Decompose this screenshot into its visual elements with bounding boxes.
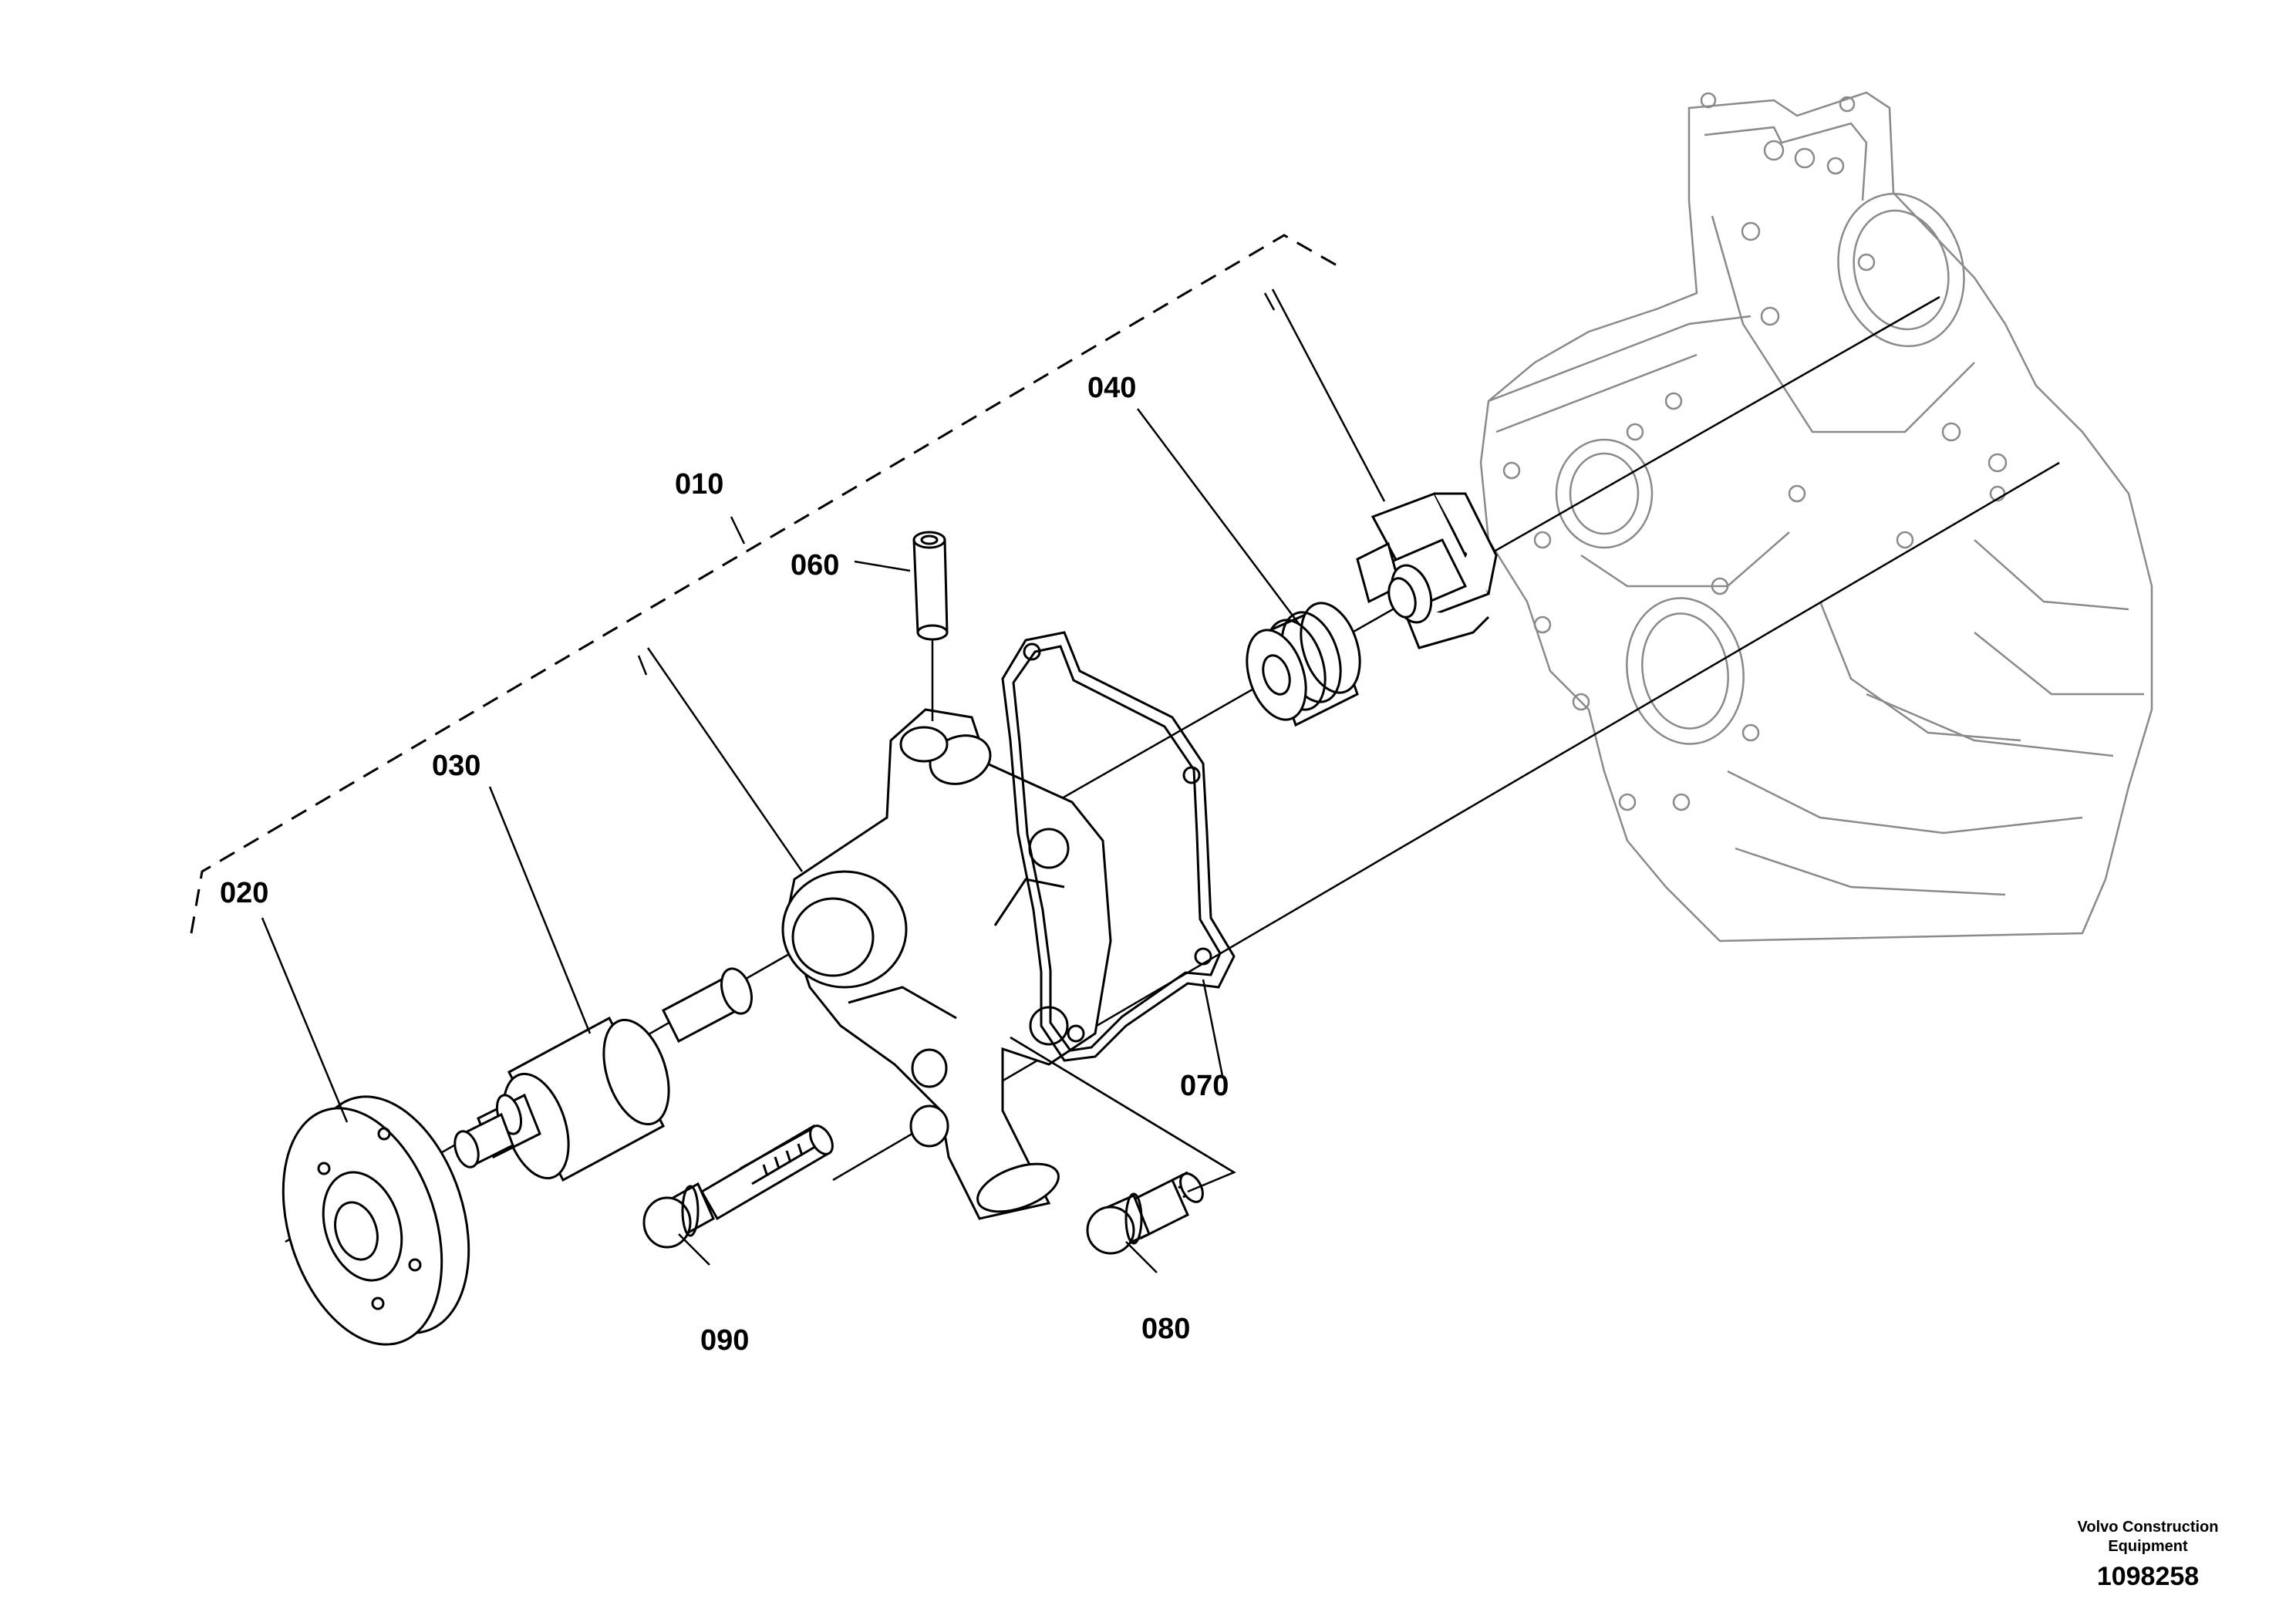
leader-lines [261,288,1386,1273]
callout-080: 080 [1141,1313,1190,1345]
drawing-reference-number: 1098258 [2096,1562,2200,1591]
assembly-bracket-dashed [190,234,1339,934]
callout-090: 090 [700,1324,749,1357]
dowel-pin [912,531,949,721]
engine-block [1479,91,2153,943]
impeller [1356,492,1498,649]
callout-010: 010 [675,468,723,501]
callout-020: 020 [220,877,268,909]
callout-030: 030 [432,750,480,782]
pulley-flange [282,1095,470,1346]
callout-060: 060 [791,549,839,582]
shaft-seal [1246,602,1361,727]
water-pump-housing [781,708,1112,1220]
bearing-shaft [453,967,753,1182]
company-name-line2: Equipment [2108,1538,2188,1555]
callout-070: 070 [1180,1070,1229,1102]
gasket [1001,631,1236,1062]
short-bolt [1086,1171,1204,1255]
drawing-footer: Volvo Construction Equipment 1098258 [2063,1518,2233,1593]
long-bolt [642,1124,834,1249]
callout-040: 040 [1087,372,1136,404]
company-name-line1: Volvo Construction [2077,1519,2219,1536]
